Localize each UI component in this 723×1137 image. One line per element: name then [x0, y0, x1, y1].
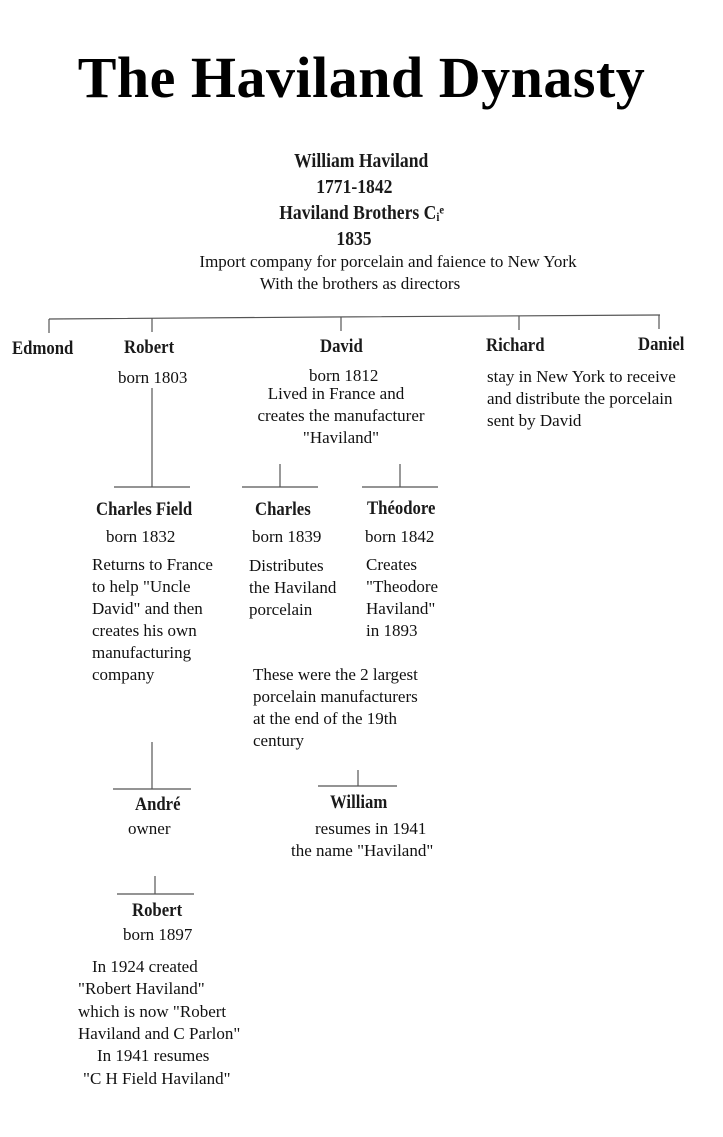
theodore-born: born 1842 — [365, 527, 435, 546]
charles-field-desc-line-6: company — [92, 665, 155, 684]
root-desc-line-1: Import company for porcelain and faience… — [199, 252, 577, 271]
charles-field-name: Charles Field — [96, 499, 193, 520]
david-desc-line-3: "Haviland" — [302, 428, 380, 447]
charles-field-desc-line-1: Returns to France — [92, 555, 213, 574]
robert2-desc-line-3: which is now "Robert — [78, 1002, 227, 1021]
note-line-4: century — [253, 731, 304, 750]
william2-desc-line-1: resumes in 1941 — [315, 819, 427, 838]
theodore-desc-line-3: Haviland" — [366, 599, 436, 618]
charles-field-born: born 1832 — [106, 527, 176, 546]
william2-desc-line-2: the name "Haviland" — [291, 841, 434, 860]
charles-desc-line-1: Distributes — [249, 556, 324, 575]
theodore-desc-line-1: Creates — [366, 555, 417, 574]
robert-born: born 1803 — [118, 368, 188, 387]
root-node: William Haviland 1771-1842 Haviland Brot… — [0, 150, 723, 252]
root-desc-line-2: With the brothers as directors — [259, 274, 461, 293]
andre-name: André — [135, 794, 181, 815]
robert-name: Robert — [124, 337, 175, 358]
robert2-desc-line-4: Haviland and C Parlon" — [78, 1024, 241, 1043]
robert2-desc-line-2: "Robert Haviland" — [78, 979, 205, 998]
page-title: The Haviland Dynasty — [77, 45, 646, 110]
edmond-name: Edmond — [12, 338, 74, 359]
note-line-3: at the end of the 19th — [253, 709, 397, 728]
charles-field-desc-line-4: creates his own — [92, 621, 197, 640]
david-desc-line-1: Lived in France and — [267, 384, 405, 403]
daniel-name: Daniel — [638, 334, 685, 355]
richard-desc-line-2: and distribute the porcelain — [487, 389, 673, 408]
robert2-desc-line-6: "C H Field Haviland" — [83, 1069, 231, 1088]
charles-born: born 1839 — [252, 527, 322, 546]
theodore-name: Théodore — [367, 498, 436, 519]
root-company-year: 1835 — [336, 228, 372, 250]
note-line-1: These were the 2 largest — [253, 665, 418, 684]
david-born: born 1812 — [309, 366, 379, 385]
theodore-desc-line-4: in 1893 — [366, 621, 418, 640]
richard-desc-line-3: sent by David — [487, 411, 582, 430]
robert2-born: born 1897 — [123, 925, 193, 944]
root-name: William Haviland — [294, 150, 429, 172]
brothers-connector-bar — [48, 314, 661, 320]
note-line-2: porcelain manufacturers — [253, 687, 418, 706]
charles-desc-line-2: the Haviland — [249, 578, 337, 597]
richard-name: Richard — [486, 335, 545, 356]
andre-desc: owner — [128, 819, 171, 838]
theodore-desc-line-2: "Theodore — [366, 577, 439, 596]
root-company: Haviland Brothers Cᵢᵉ — [279, 202, 444, 224]
root-years: 1771-1842 — [315, 176, 393, 198]
charles-field-desc-line-2: to help "Uncle — [92, 577, 191, 596]
charles-name: Charles — [255, 499, 311, 520]
david-name: David — [320, 336, 363, 357]
william2-name: William — [330, 792, 388, 813]
richard-desc-line-1: stay in New York to receive — [487, 367, 676, 386]
robert2-name: Robert — [132, 900, 183, 921]
robert2-desc-line-5: In 1941 resumes — [97, 1046, 210, 1065]
david-desc-line-2: creates the manufacturer — [257, 406, 425, 425]
robert2-desc-line-1: In 1924 created — [92, 957, 198, 976]
charles-field-desc-line-5: manufacturing — [92, 643, 192, 662]
charles-desc-line-3: porcelain — [249, 600, 313, 619]
charles-field-desc-line-3: David" and then — [92, 599, 203, 618]
